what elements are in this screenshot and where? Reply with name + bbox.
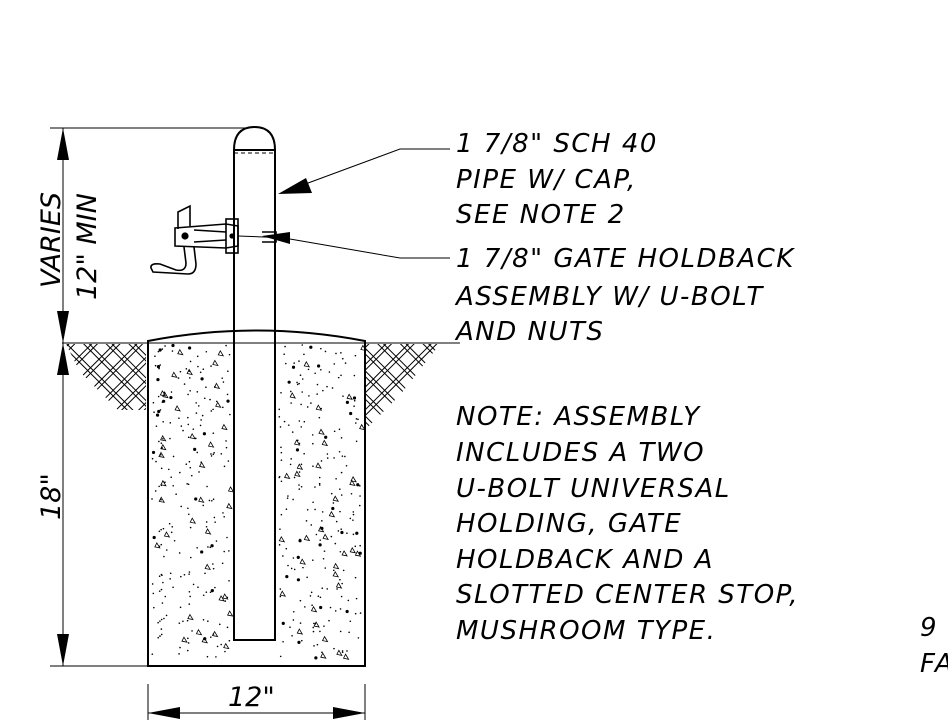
holdback-callout-line-2: ASSEMBLY W/ U-BOLT [454, 282, 764, 312]
note-line-3: U-BOLT UNIVERSAL [456, 474, 731, 504]
pipe-cap [233, 125, 276, 151]
width-dimension [147, 684, 366, 720]
pipe-callout-line-3: SEE NOTE 2 [456, 200, 626, 230]
steel-pipe-post [233, 149, 276, 641]
holdback-latch-hook [150, 204, 197, 275]
above-grade-dimension-label-varies: VARIES [36, 192, 67, 288]
pipe-callout-line-2: PIPE W/ CAP, [456, 165, 637, 195]
pipe-callout-leader [278, 148, 450, 194]
gate-holdback-assembly [150, 204, 291, 275]
depth-dimension [50, 343, 148, 667]
above-grade-dimension [50, 127, 250, 343]
note-line-7: MUSHROOM TYPE. [456, 616, 716, 646]
holdback-callout-leader [262, 232, 450, 259]
edge-fragment-line-2: FA [920, 649, 948, 679]
note-line-1: NOTE: ASSEMBLY [456, 402, 701, 432]
concrete-footing [147, 329, 366, 667]
holdback-pivot-bolt [181, 232, 189, 240]
pipe-callout-line-1: 1 7/8" SCH 40 [456, 129, 658, 159]
earth-hatch-left [66, 344, 146, 410]
earth-hatch-right [365, 344, 440, 430]
note-line-4: HOLDING, GATE [456, 509, 682, 539]
holdback-callout-line-3: AND NUTS [454, 317, 604, 347]
note-line-2: INCLUDES A TWO [456, 438, 705, 468]
edge-fragment-line-1: 9 [920, 613, 938, 643]
u-bolt-nut [229, 233, 235, 239]
above-grade-dimension-label-min: 12" MIN [72, 193, 103, 300]
note-line-6: SLOTTED CENTER STOP, [456, 580, 799, 610]
note-line-5: HOLDBACK AND A [456, 545, 714, 575]
width-dimension-label: 12" [228, 682, 275, 713]
depth-dimension-label: 18" [36, 473, 67, 520]
holdback-callout-line-1: 1 7/8" GATE HOLDBACK [456, 244, 795, 274]
concrete-speckle [151, 343, 367, 660]
